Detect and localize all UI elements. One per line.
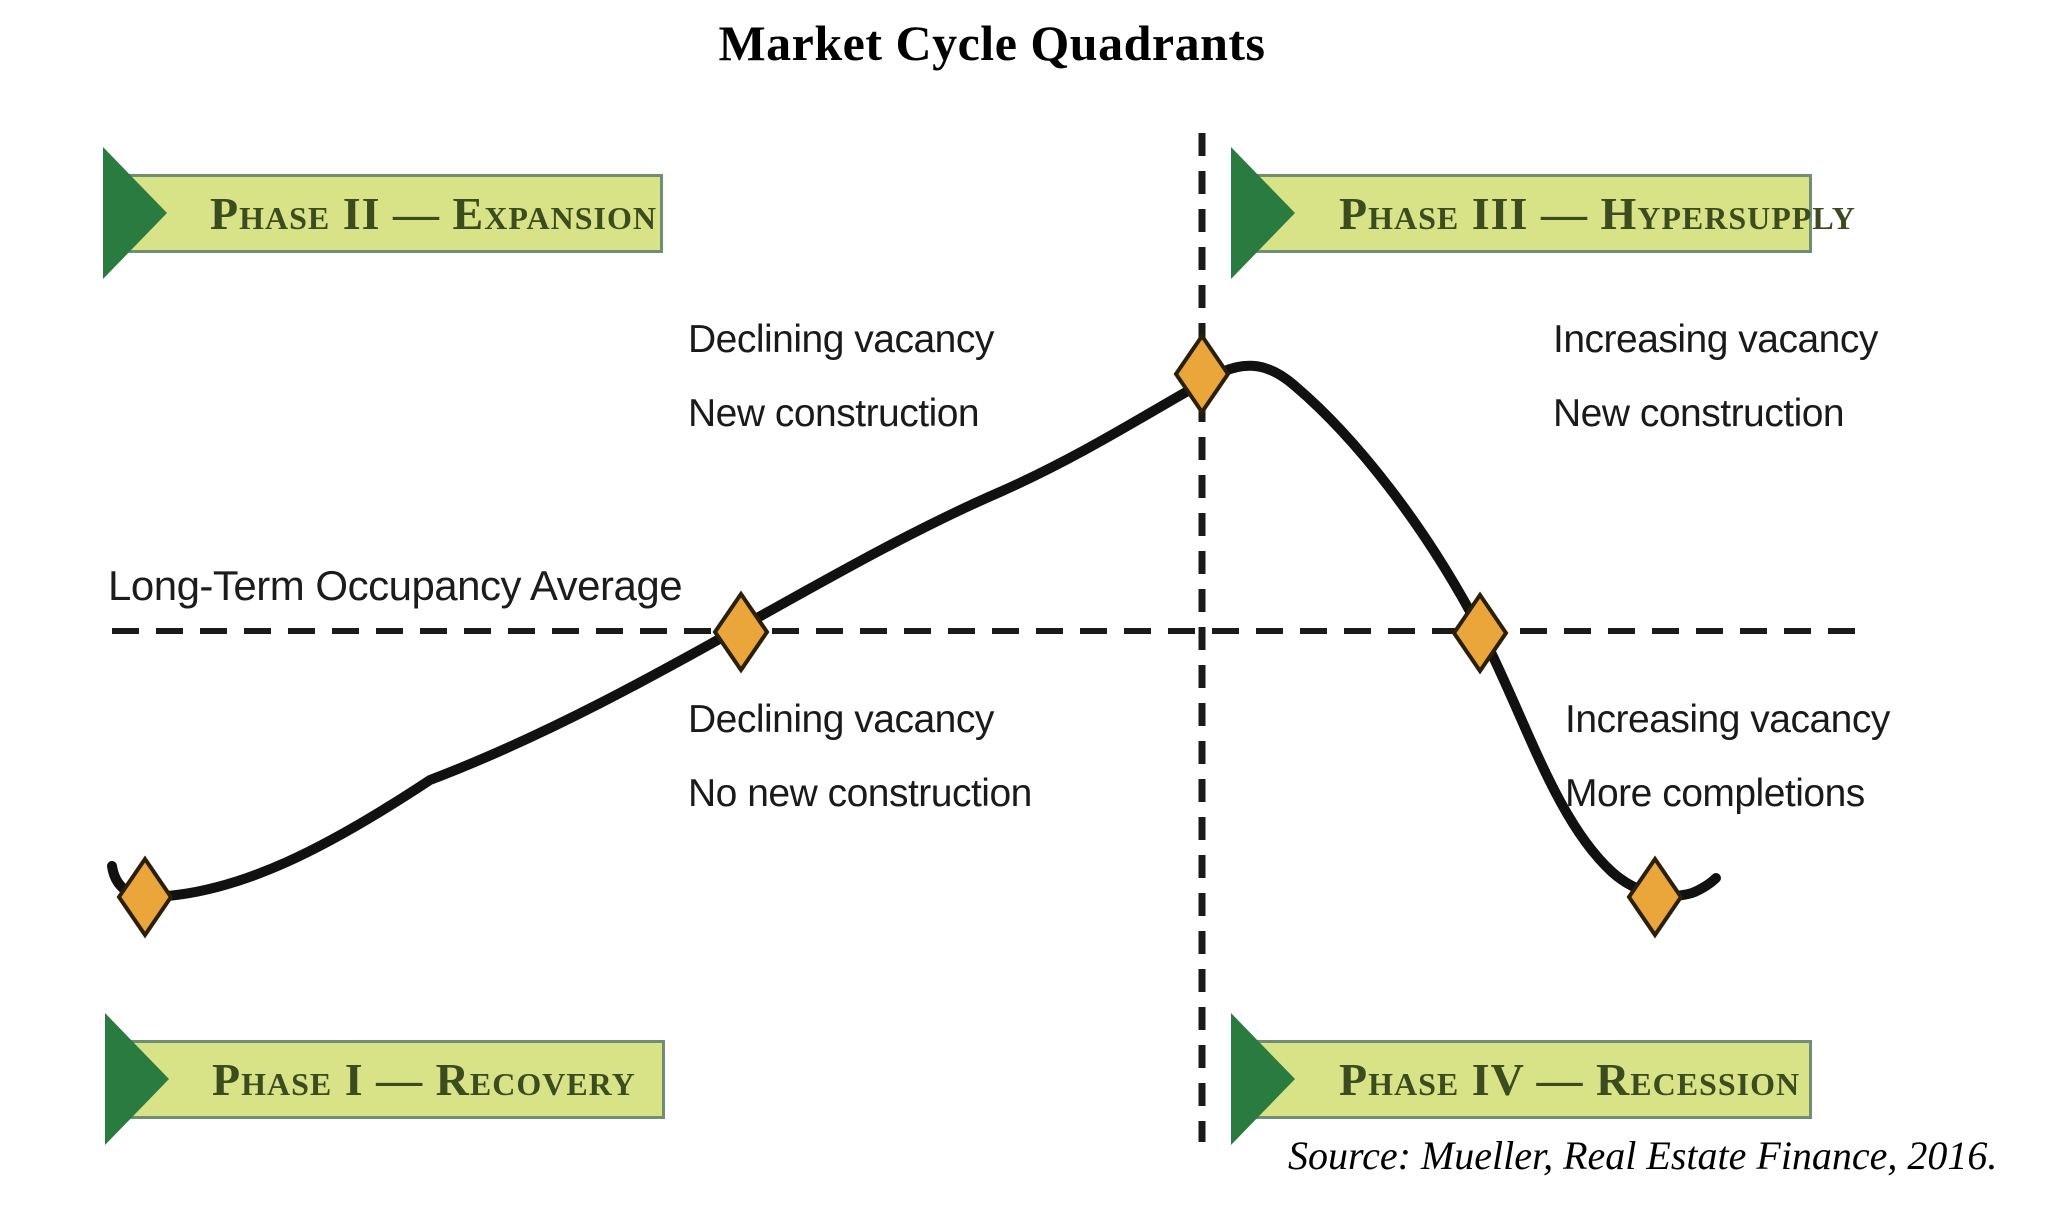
annotation-recession-line-1: Increasing vacancy xyxy=(1565,698,1890,741)
banner-phase-2-expansion: Phase II — Expansion xyxy=(127,174,663,253)
annotation-hypersupply: Increasing vacancy New construction xyxy=(1553,318,1878,466)
annotation-recovery: Declining vacancy No new construction xyxy=(688,698,1032,846)
marker-cycle-peak xyxy=(1173,332,1231,416)
marker-recovery-start xyxy=(116,855,174,939)
banner-phase-1-label: Phase I — Recovery xyxy=(212,1054,636,1105)
banner-phase-3-hypersupply: Phase III — Hypersupply xyxy=(1256,174,1855,253)
annotation-hypersupply-line-2: New construction xyxy=(1553,392,1845,435)
annotation-expansion: Declining vacancy New construction xyxy=(688,318,994,466)
annotation-recession-line-2: More completions xyxy=(1565,772,1865,815)
banner-phase-4-label: Phase IV — Recession xyxy=(1339,1054,1801,1105)
cycle-phase-markers xyxy=(116,332,1684,939)
marker-hypersupply-recession-crossover xyxy=(1451,591,1509,675)
page-title: Market Cycle Quadrants xyxy=(718,15,1266,71)
annotation-recession: Increasing vacancy More completions xyxy=(1565,698,1890,846)
banner-phase-3-label: Phase III — Hypersupply xyxy=(1339,188,1856,239)
annotation-recovery-line-2: No new construction xyxy=(688,772,1032,815)
banner-phase-4-recession: Phase IV — Recession xyxy=(1256,1040,1812,1119)
banner-phase-1-recovery: Phase I — Recovery xyxy=(129,1040,665,1119)
annotation-expansion-line-1: Declining vacancy xyxy=(688,318,994,361)
marker-recovery-expansion-crossover xyxy=(712,590,770,674)
source-citation: Source: Mueller, Real Estate Finance, 20… xyxy=(1288,1133,1998,1178)
marker-cycle-trough xyxy=(1626,855,1684,939)
annotation-hypersupply-line-1: Increasing vacancy xyxy=(1553,318,1878,361)
annotation-recovery-line-1: Declining vacancy xyxy=(688,698,994,741)
annotation-expansion-line-2: New construction xyxy=(688,392,980,435)
banner-phase-2-label: Phase II — Expansion xyxy=(210,188,657,239)
long-term-occupancy-label: Long-Term Occupancy Average xyxy=(108,562,683,609)
